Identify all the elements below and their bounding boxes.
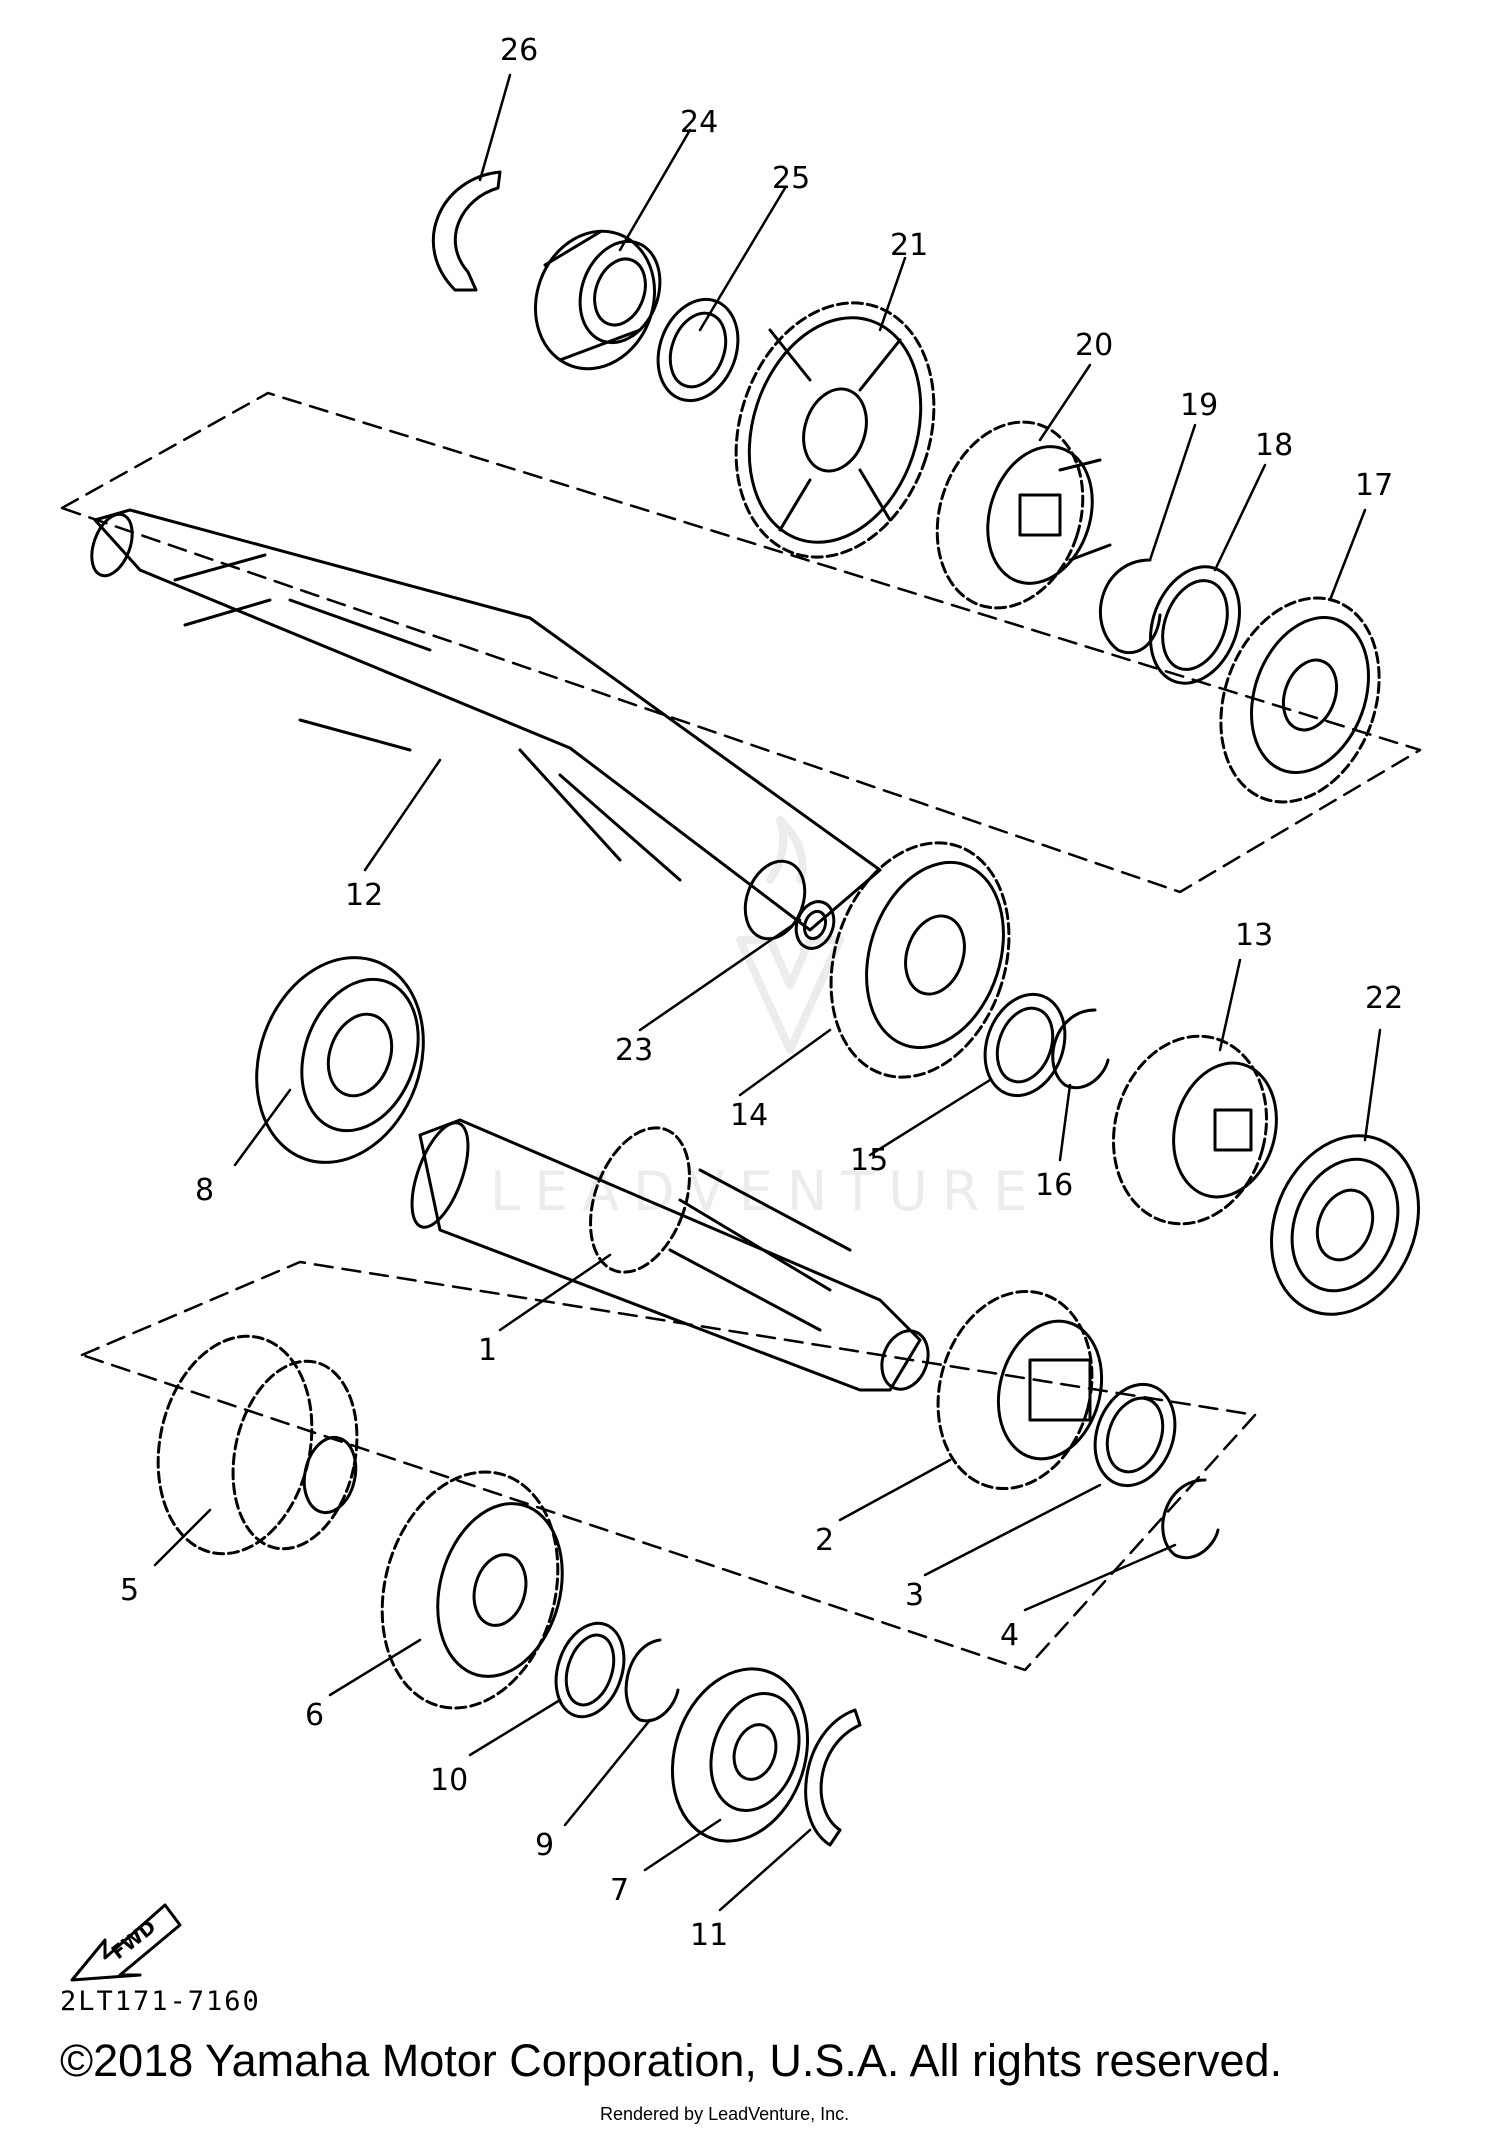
part-11-circlip <box>804 1708 862 1847</box>
part-label-8: 8 <box>195 1173 214 1208</box>
part-14-gear <box>829 841 1011 1079</box>
part-26-circlip <box>431 170 502 292</box>
part-label-9: 9 <box>535 1828 554 1863</box>
part-1-shaft <box>410 1118 930 1392</box>
part-label-13: 13 <box>1235 918 1273 953</box>
lower-group-outline <box>80 1260 1257 1672</box>
part-label-6: 6 <box>305 1698 324 1733</box>
part-label-1: 1 <box>478 1333 497 1368</box>
part-10-washer <box>554 1621 626 1719</box>
part-label-15: 15 <box>850 1143 888 1178</box>
part-2-gear <box>936 1289 1104 1491</box>
part-label-24: 24 <box>680 105 718 140</box>
part-9-circlip <box>624 1638 680 1723</box>
part-label-10: 10 <box>430 1763 468 1798</box>
part-21-gear <box>734 301 936 559</box>
part-label-20: 20 <box>1075 328 1113 363</box>
part-label-25: 25 <box>772 161 810 196</box>
part-24-bearing <box>533 229 662 371</box>
part-label-21: 21 <box>890 228 928 263</box>
part-label-7: 7 <box>610 1873 629 1908</box>
part-18-washer <box>1149 565 1241 685</box>
part-25-washer <box>656 297 740 403</box>
part-label-18: 18 <box>1255 428 1293 463</box>
part-17-gear <box>1219 596 1381 804</box>
copyright-notice: ©2018 Yamaha Motor Corporation, U.S.A. A… <box>60 2035 1283 2086</box>
part-label-23: 23 <box>615 1033 653 1068</box>
part-23-collar <box>794 900 836 950</box>
part-label-16: 16 <box>1035 1168 1073 1203</box>
part-20-gear <box>935 420 1112 610</box>
part-6-gear <box>380 1470 564 1710</box>
part-label-3: 3 <box>905 1578 924 1613</box>
part-7-bearing <box>670 1667 810 1843</box>
part-number-labels: 26 24 25 21 20 19 18 17 12 23 14 15 16 1… <box>120 33 1403 1953</box>
part-label-2: 2 <box>815 1523 834 1558</box>
part-8-bearing <box>255 956 425 1164</box>
part-label-4: 4 <box>1000 1618 1019 1653</box>
leader-lines <box>153 73 1382 1912</box>
part-label-22: 22 <box>1365 981 1403 1016</box>
upper-group-outline <box>60 391 1422 894</box>
part-label-19: 19 <box>1180 388 1218 423</box>
rendered-by-credit: Rendered by LeadVenture, Inc. <box>600 2104 850 2124</box>
part-label-26: 26 <box>500 33 538 68</box>
fwd-label: FWD <box>108 1916 161 1964</box>
part-4-circlip <box>1161 1478 1220 1560</box>
part-13-gear <box>1111 1034 1278 1226</box>
part-label-11: 11 <box>690 1918 728 1953</box>
part-22-bearing <box>1270 1134 1420 1316</box>
part-16-circlip <box>1051 1008 1110 1090</box>
diagram-code: 2LT171-7160 <box>60 1986 261 2017</box>
part-15-washer <box>983 992 1067 1098</box>
part-12-shaft <box>90 508 882 941</box>
part-5-gear <box>156 1334 359 1556</box>
part-label-17: 17 <box>1355 468 1393 503</box>
part-label-12: 12 <box>345 878 383 913</box>
fwd-arrow-icon <box>70 1903 182 1982</box>
part-3-washer <box>1093 1382 1177 1488</box>
part-label-14: 14 <box>730 1098 768 1133</box>
part-label-5: 5 <box>120 1573 139 1608</box>
